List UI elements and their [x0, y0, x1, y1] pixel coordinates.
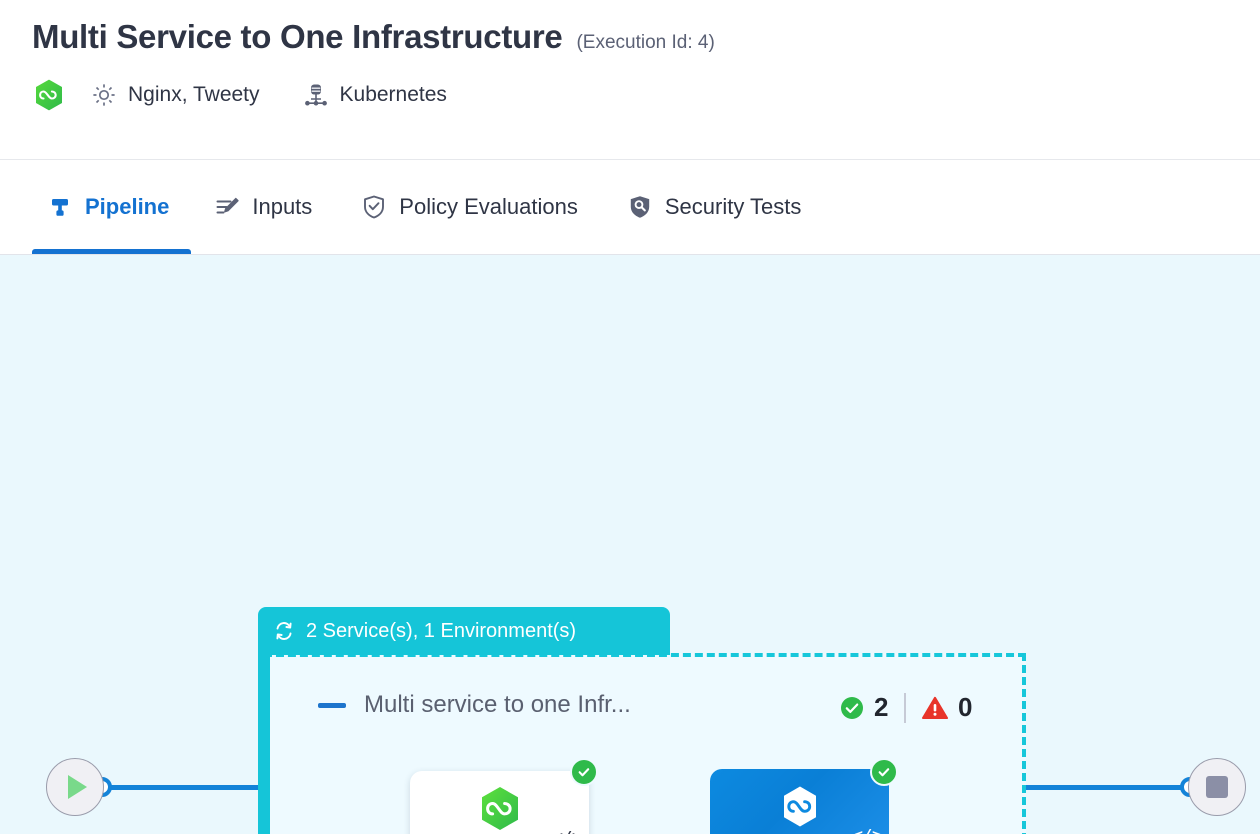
services-label: Nginx, Tweety: [128, 83, 260, 106]
tab-inputs-label: Inputs: [252, 194, 313, 219]
warning-triangle-icon: [921, 696, 948, 720]
group-row-title[interactable]: Multi service to one Infr...: [318, 691, 631, 719]
shield-search-icon: [626, 193, 654, 221]
edge-group-to-end: [1025, 785, 1190, 790]
hexagon-infinity-white-icon: [776, 783, 824, 834]
tab-pipeline-label: Pipeline: [85, 194, 170, 219]
page-header: Multi Service to One Infrastructure (Exe…: [0, 0, 1260, 160]
failure-count-item: 0: [921, 692, 973, 723]
title-row: Multi Service to One Infrastructure (Exe…: [32, 18, 1260, 56]
status-badge-nginx: [570, 758, 598, 786]
code-glyph-icon: </>: [854, 828, 881, 834]
infrastructure-label: Kubernetes: [339, 83, 447, 106]
group-status-counts: 2 0: [840, 692, 972, 723]
count-divider: [904, 692, 906, 723]
tab-security-tests[interactable]: Security Tests: [626, 160, 824, 254]
end-stop-node[interactable]: [1188, 758, 1246, 816]
failure-count: 0: [957, 692, 973, 722]
tab-policy-evaluations[interactable]: Policy Evaluations: [360, 160, 600, 254]
hexagon-infinity-green-icon: [476, 785, 524, 834]
play-icon: [68, 775, 87, 799]
kubernetes-cluster-icon: [302, 81, 330, 109]
tab-bar: Pipeline Inputs Policy Evaluations: [0, 160, 1260, 255]
success-count-item: 2: [840, 692, 888, 723]
check-circle-icon: [875, 763, 893, 781]
check-circle-icon: [575, 763, 593, 781]
group-header[interactable]: 2 Service(s), 1 Environment(s): [258, 607, 670, 655]
tab-policy-evaluations-label: Policy Evaluations: [399, 194, 578, 219]
edge-start-to-group: [100, 785, 265, 790]
group-container[interactable]: [264, 653, 1026, 834]
infrastructure-meta-group: Kubernetes: [302, 81, 447, 109]
gear-icon: [90, 81, 118, 109]
pipeline-canvas[interactable]: 2 Service(s), 1 Environment(s) Multi ser…: [0, 255, 1260, 834]
tab-pipeline[interactable]: Pipeline: [32, 160, 192, 254]
meta-row: Nginx, Tweety Kubernetes: [32, 78, 1260, 112]
edit-pen-icon: [213, 193, 241, 221]
collapse-dash-icon[interactable]: [318, 702, 346, 708]
execution-id-label: (Execution Id: 4): [576, 32, 715, 53]
tab-security-tests-label: Security Tests: [664, 194, 802, 219]
loop-repeat-icon: [272, 619, 296, 643]
start-play-node[interactable]: [46, 758, 104, 816]
page-title: Multi Service to One Infrastructure: [32, 18, 563, 55]
code-glyph-icon: </>: [554, 830, 581, 834]
service-card-nginx[interactable]: </>: [410, 771, 589, 834]
success-count: 2: [874, 692, 889, 722]
status-badge-tweety: [870, 758, 898, 786]
stop-icon: [1206, 776, 1228, 798]
group-left-accent-bar: [258, 651, 270, 834]
group-header-label: 2 Service(s), 1 Environment(s): [306, 619, 577, 642]
hexagon-infinity-logo-icon: [32, 78, 66, 112]
services-meta-group: Nginx, Tweety: [90, 81, 260, 109]
shield-check-icon: [360, 193, 388, 221]
pipeline-icon: [46, 193, 74, 221]
group-row-title-text: Multi service to one Infr...: [364, 691, 631, 718]
tab-inputs[interactable]: Inputs: [213, 160, 334, 254]
check-circle-icon: [840, 696, 864, 720]
service-card-tweety[interactable]: </>: [710, 769, 889, 834]
